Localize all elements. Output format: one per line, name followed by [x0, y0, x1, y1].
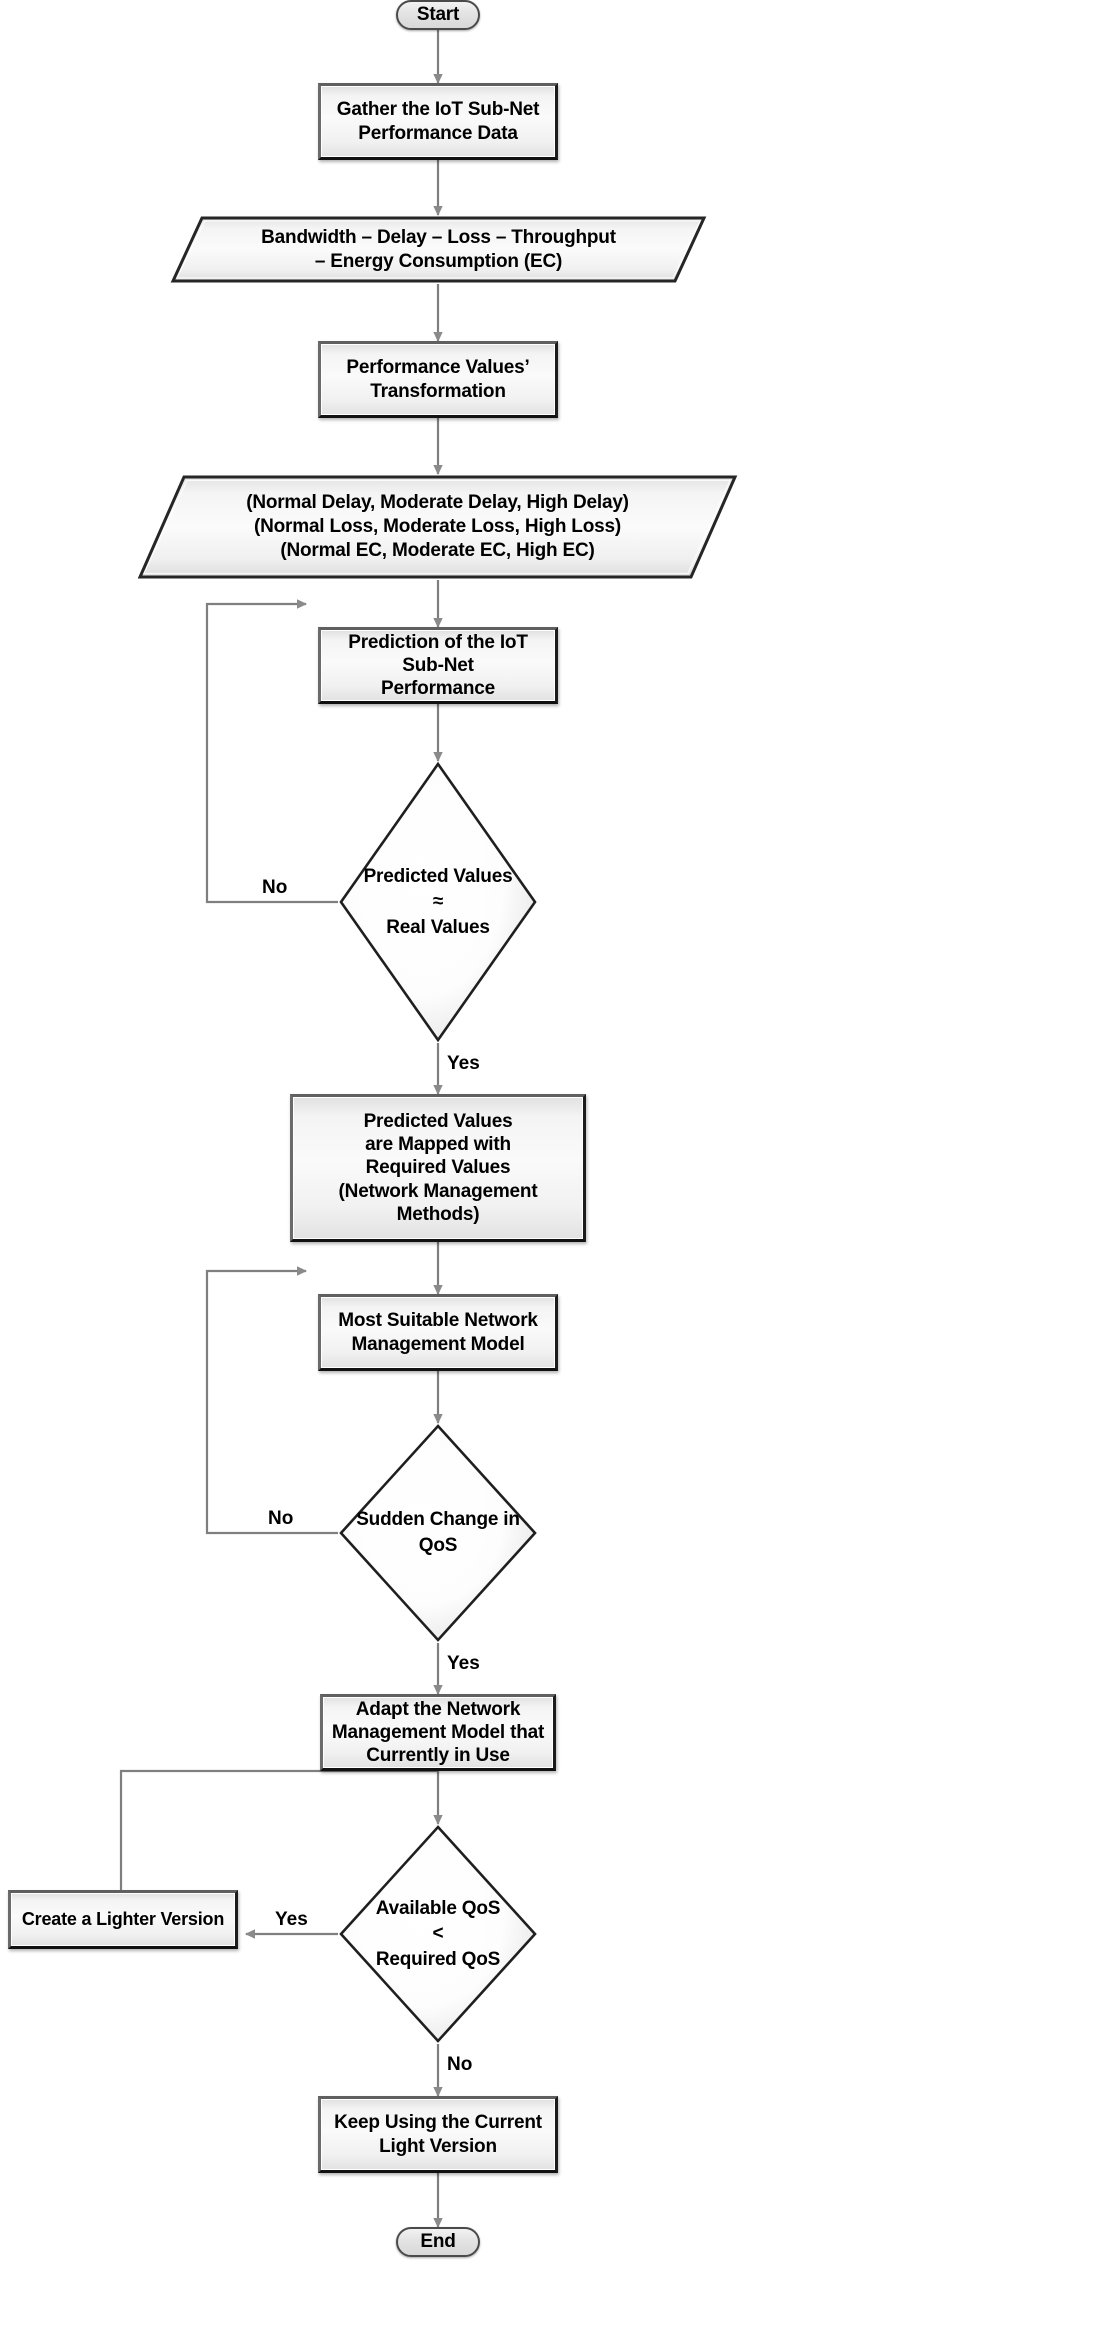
node-decision-predicted-vs-real[interactable]: Predicted Values≈Real Values [338, 761, 538, 1043]
edge-label-predicted-yes: Yes [447, 1053, 480, 1074]
node-start[interactable]: Start [396, 0, 480, 30]
edge-label-available-no: No [447, 2054, 473, 2075]
decision-diamond-shape [339, 1825, 537, 2043]
node-decision-available-vs-required-qos[interactable]: Available QoS<Required QoS [338, 1824, 538, 2044]
node-classes-label: (Normal Delay, Moderate Delay, High Dela… [246, 492, 629, 561]
decision-diamond-shape [339, 1424, 537, 1642]
node-lighter-label: Create a Lighter Version [21, 1908, 225, 1929]
node-classes-data[interactable]: (Normal Delay, Moderate Delay, High Dela… [137, 474, 738, 580]
edge-label-available-yes: Yes [275, 1909, 308, 1930]
node-start-label: Start [416, 4, 460, 26]
node-performance-values-transformation[interactable]: Performance Values’Transformation [318, 341, 558, 418]
node-end-label: End [420, 2231, 456, 2253]
node-transform-label: Performance Values’Transformation [346, 357, 530, 402]
edge-label-qos-yes: Yes [447, 1653, 480, 1674]
node-decision-predicted-label: Predicted Values≈Real Values [363, 865, 513, 938]
node-metrics-label: Bandwidth – Delay – Loss – Throughput– E… [261, 226, 616, 272]
edge-label-predicted-no: No [262, 877, 288, 898]
node-decision-available-qos-label: Available QoS<Required QoS [375, 1897, 501, 1970]
classes-parallelogram-shape [137, 475, 738, 579]
node-metrics-data[interactable]: Bandwidth – Delay – Loss – Throughput– E… [170, 215, 707, 284]
edge-label-qos-no: No [268, 1508, 294, 1529]
node-end[interactable]: End [396, 2227, 480, 2257]
metrics-parallelogram-shape [170, 216, 707, 283]
decision-diamond-shape [339, 761, 537, 1043]
node-create-lighter-version[interactable]: Create a Lighter Version [8, 1890, 238, 1949]
